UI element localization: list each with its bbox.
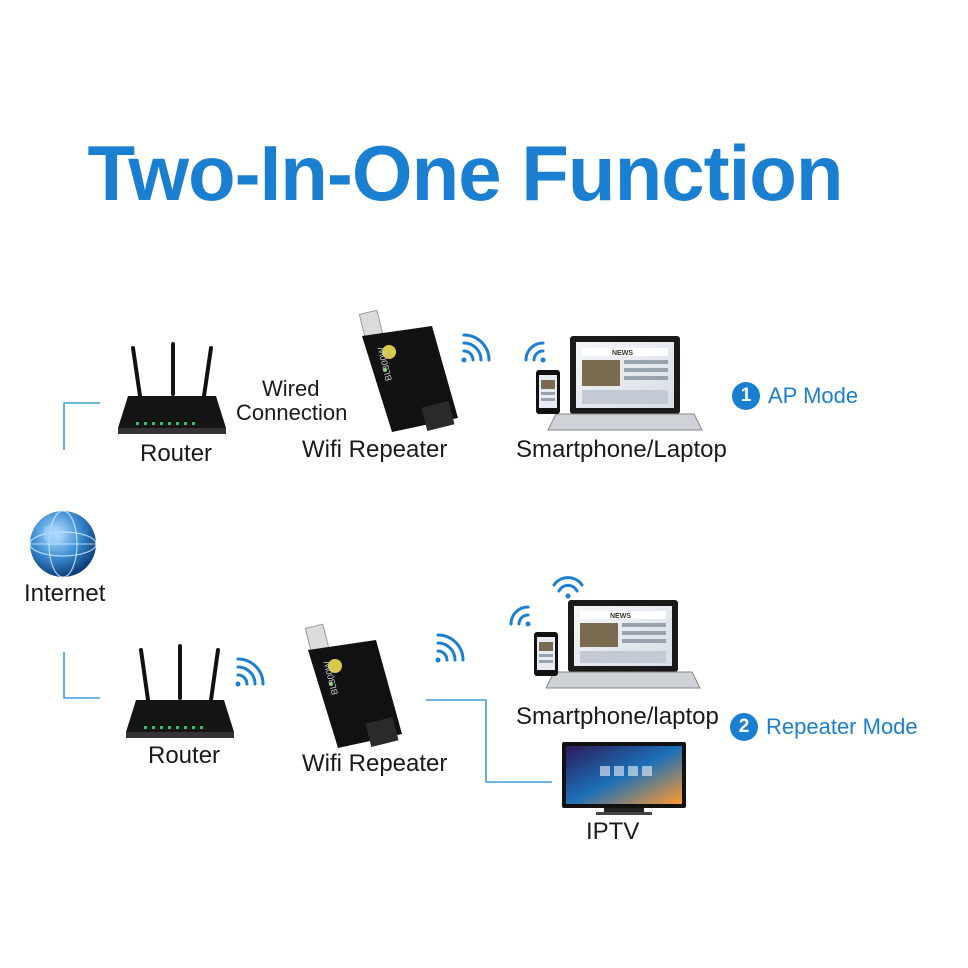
repeater-mode-client-label: Smartphone/laptop [516,703,719,730]
ap-phone-icon [536,370,560,414]
repeater-mode-router-label: Router [148,742,221,769]
ap-mode-label: AP Mode [768,383,859,408]
repeater-mode-phone-wifi-icon [509,605,531,627]
repeater-to-iptv-line [426,699,552,783]
connector-lines [63,402,552,783]
ap-laptop-screen-text: NEWS [612,350,633,357]
globe-icon [29,510,97,578]
ap-client-label: Smartphone/Laptop [516,436,727,463]
wired-connection-label-line1: Wired [262,376,320,401]
ap-router-icon [118,342,226,434]
repeater-mode-router-wifi-icon [235,657,265,687]
internet-to-repeater-router-line [63,652,100,699]
wired-connection-label-line2: Connection [236,400,348,425]
repeater-mode-repeater-label: Wifi Repeater [302,750,448,777]
ap-repeater-label: Wifi Repeater [302,436,448,463]
iptv-label: IPTV [586,818,640,845]
ap-repeater-icon: BL300W [358,309,458,432]
repeater-mode-laptop-screen-text: NEWS [610,613,631,620]
iptv-tv-icon [562,742,686,815]
ap-router-label: Router [140,440,213,467]
ap-wifi-signal-icon [461,333,491,363]
repeater-mode-tag: 2 Repeater Mode [730,713,918,741]
internet-to-ap-router-line [63,402,100,450]
ap-mode-tag: 1 AP Mode [732,382,858,410]
internet-label: Internet [24,580,106,607]
repeater-mode-laptop-wifi-icon [552,576,584,599]
repeater-mode-repeater-icon: BL300W [304,623,402,748]
ap-mode-number-badge: 1 [732,382,760,410]
repeater-mode-label: Repeater Mode [766,714,918,739]
repeater-mode-number-badge: 2 [730,713,758,741]
repeater-mode-laptop-icon: NEWS [545,600,701,689]
repeater-mode-repeater-wifi-icon [435,633,465,663]
ap-client-wifi-icon [524,341,546,363]
repeater-mode-phone-icon [534,632,558,676]
ap-laptop-icon: NEWS [547,336,703,431]
page-title: Two-In-One Function [87,129,843,217]
repeater-mode-router-icon [126,644,234,738]
